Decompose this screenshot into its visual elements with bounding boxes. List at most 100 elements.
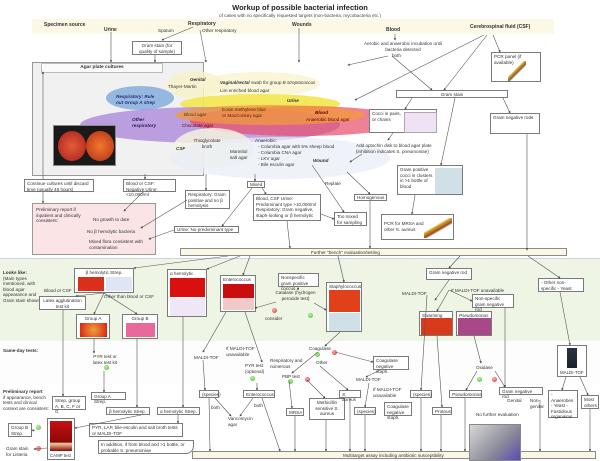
specimen-other-respiratory: Other respiratory [202,28,237,33]
agar-respiratory-2: out Group A strep [116,100,155,105]
agar-csf: CSF [176,146,186,151]
agar-vaginal-rest: swab for group B streptococcus [250,80,316,85]
agar-wound: Wound [313,158,329,163]
coag-neg-2-box: Coagulase negative staph. [384,402,412,420]
camp-plate-image [50,421,72,451]
looks-like-title: Looks like: [3,270,27,275]
agar-other-resp-2: respiratory [132,123,157,128]
species-2-box: (species) [354,407,376,415]
pcr-mrsa-label: PCR for MRSA and other S. aureus [384,221,424,232]
multitarget-label: Multitarget assay including antibiotic s… [343,453,444,458]
same-day-row-label: Same-day tests: [3,348,38,354]
no-further-label: No further evaluation [476,412,519,417]
pyr-latex-label: PYR test or latex test kit [92,354,118,365]
cocci-pairs-label: Cocci in pairs, or chains [372,111,401,122]
oxidase-positive-icon [477,377,482,382]
pyr-optional-label: PYR test (optional) [245,363,265,374]
cocci-pairs-box: Cocci in pairs, or chains [369,109,437,133]
catalase-label: Catalase (hydrogen peroxide test) [275,290,316,301]
group-a-box: Group A Strep. [76,314,110,339]
agar-emb: Eosin methylene blue [222,107,266,112]
oxidase-negative-icon [492,377,497,382]
dna-icon [508,61,526,81]
agar-urine: Urine [287,98,299,103]
gram-stain-box: Gram stain [396,90,508,98]
plate-right [86,131,114,161]
plate-left [58,131,86,161]
other-than-label: Other than blood or CSF [104,294,155,299]
prelim-row-label: Preliminary report if appearance, bench … [3,389,51,411]
homogenous-box: Homogenous [354,194,387,201]
both-1-label: both [211,405,220,410]
both-2-label: both [254,403,263,408]
pbp-test-label: PBP test [282,374,300,379]
pcr-panel-label: PCR panel (if available) [494,54,522,65]
camp-test-label: CAMP test [50,453,71,458]
species-3-box: (species) [410,390,432,398]
vaginal-ellipse [200,72,320,96]
cocci-chains-image [404,112,437,133]
agar-blood-agar: Blood agar [184,112,207,117]
swarming-plate-image [421,318,452,335]
page-subtitle: of cases with no specifically requested … [219,13,381,18]
replate-label: Replate [325,181,341,186]
alpha-strep-gram-image [170,298,205,316]
strep-group-box: Strep. group A, B, C, F or G [52,396,86,414]
specimen-wounds: Wounds [292,22,312,28]
agar-anaerobic-3: - Bile esculin agar [258,162,295,167]
prelim-group-b-box: Group B Strep. [8,423,32,437]
coagulase-negative-icon [332,350,337,355]
dna-icon-2 [424,218,452,238]
respiratory-ellipse [106,86,174,110]
agar-plates-photo [53,125,116,166]
pbp-positive-icon [288,379,293,384]
staphylococcus-label: Staphylococcus [329,284,362,289]
maldi-instrument-icon [567,348,577,368]
pcr-panel-box: PCR panel (if available) [491,52,541,82]
catalase-negative-icon [272,308,277,313]
looks-maldi-label: MALDI-TOF [402,291,427,296]
consider-label: consider [265,316,283,321]
mssa-box: Methicillin sensitive S. aureus [309,398,345,420]
genital-label: Genital [507,398,522,403]
optochin-label: Add optochin disk to blood agar plate (i… [356,143,432,154]
enterococcus-gram-image [223,298,254,310]
agar-mannitol: Mannitol salt agar [230,149,248,160]
agar-vaginal-bold: Vaginal/rectal [220,80,250,85]
non-genital-label: Non-genital [530,398,544,409]
swarming-label: Swarming [422,313,443,318]
gram-neg-rods-label: Gram negative rods [493,115,534,120]
preliminary-report-box: Preliminary report if inpatient and clin… [32,203,156,255]
species-1-box: (species) [199,390,221,398]
agar-anaerobic-1: - Columbia CNA agar [258,150,302,155]
beta-strep-label: β hemolytic Strep. [85,270,123,275]
prelim-gnr-box: Gram negative rod [499,387,543,399]
same-day-title: Same-day tests: [3,348,39,353]
predominant-box: Blood, CSF Urine: Predominant type >10,0… [253,194,321,221]
beta-strep-box: β hemolytic Strep. [74,268,134,293]
nonspecific-cocci-box: Nonspecific gram positive coccus [278,273,319,291]
other-label: Other [316,360,328,365]
looks-if-maldi-label: If MALDI-TOF unavailable [451,288,505,293]
too-mixed-box: Too mixed for sampling [334,212,367,226]
agar-anaerobic-title: Anaerobic: [255,138,277,143]
oxidase-label: Oxidase [476,365,493,370]
prelim-group-a-box: Group A Strep. [91,392,126,404]
lab-photo [469,424,521,461]
looks-like-desc: (Main types mentioned, with blood agar a… [3,275,42,303]
agar-thioglycolate: Thioglycolate broth [193,138,221,149]
most-others-box: Most others [581,395,599,409]
no-growth-label: No growth to date [93,217,130,222]
latex-kit-box: Latex agglutination test kit [39,296,86,310]
beta-strep-plate-image [78,277,104,291]
agar-anaerobic-0: - Columbia agar with 5% sheep blood [258,144,335,149]
anaerobes-box: - Anaerobes - Yeast - Fastidious organis… [548,390,578,419]
continue-cultures-box: Continue cultures until discard time (us… [24,179,94,192]
agar-anaerobic-blood: Anaerobic blood agar [306,117,350,122]
pcr-mrsa-box: PCR for MRSA and other S. aureus [381,214,454,240]
looks-like-row-label: Looks like: (Main types mentioned, with … [3,270,43,304]
further-bench-bar: Further "bench" evaluation/testing [180,248,567,256]
gram-pos-clusters-box: Gram positive cocci in clusters in >1 bo… [397,165,463,195]
group-a-plate-image [80,323,107,337]
non-specific-gnr-box: Non-specific gram negative rod [472,294,514,312]
